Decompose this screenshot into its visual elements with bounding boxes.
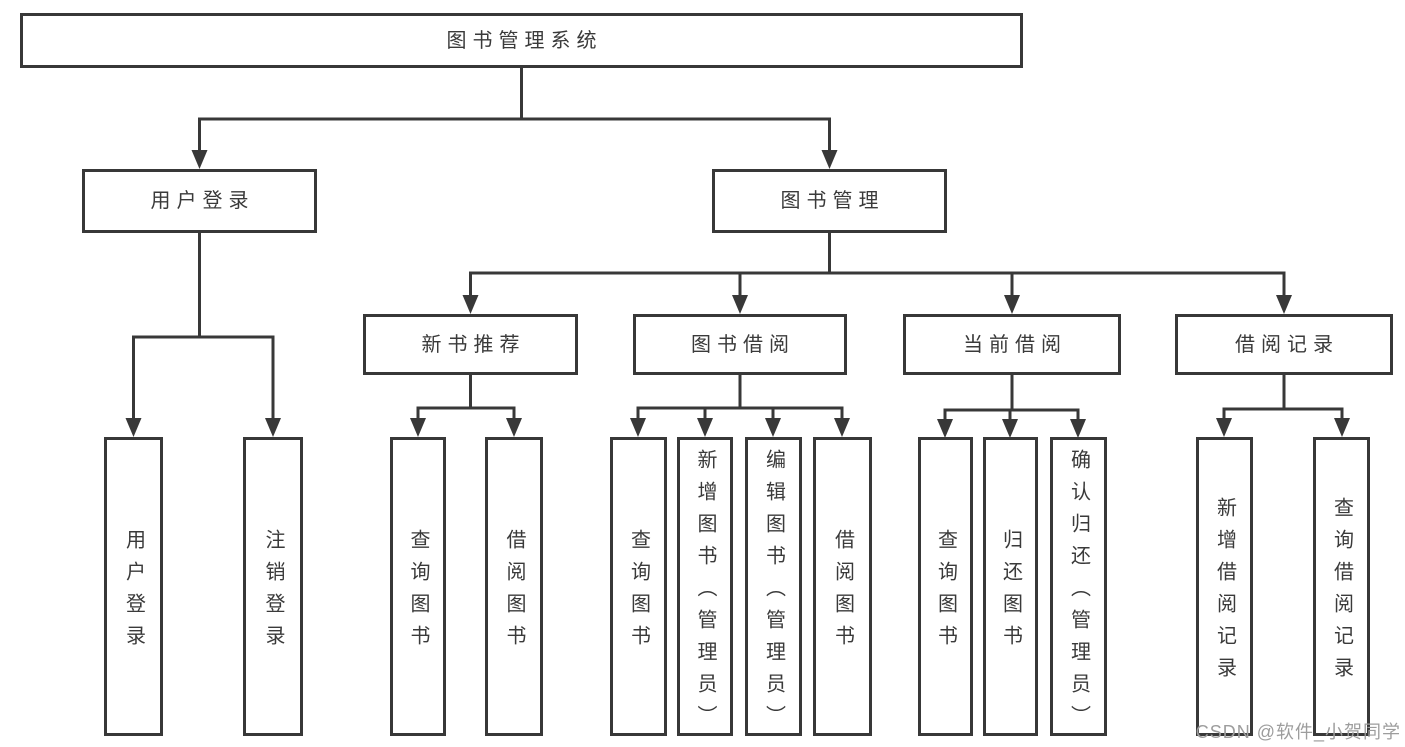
arrowhead-icon (191, 150, 208, 169)
node-label: 新书推荐 (421, 333, 526, 356)
arrowhead-icon (834, 418, 850, 437)
node-label: 借阅图书 (831, 528, 854, 657)
node-system: 图书管理系统 (20, 13, 1023, 68)
arrowhead-icon (765, 418, 781, 437)
node-label: 编辑图书（管理员） (762, 448, 785, 737)
node-label: 图书管理系统 (446, 29, 603, 52)
arrowhead-icon (410, 418, 426, 437)
node-label: 当前借阅 (963, 333, 1067, 356)
arrowhead-icon (1276, 295, 1292, 314)
arrowhead-icon (265, 418, 281, 437)
node-label: 新增图书（管理员） (694, 448, 716, 737)
node-leaf-confirm-return: 确认归还（管理员） (1050, 437, 1107, 737)
node-leaf-return-book: 归还图书 (983, 437, 1038, 736)
node-label: 确认归还（管理员） (1067, 448, 1090, 737)
node-leaf-query-borrow-record: 查询借阅记录 (1313, 437, 1370, 736)
node-leaf-logout: 注销登录 (243, 437, 303, 736)
watermark: CSDN @软件_小贺同学 (1195, 722, 1401, 742)
node-new-book-recommend: 新书推荐 (363, 314, 578, 375)
node-leaf-query-book-1: 查询图书 (390, 437, 446, 736)
node-label: 图书管理 (780, 190, 885, 212)
arrowhead-icon (1216, 418, 1232, 437)
node-label: 用户登录 (150, 190, 255, 212)
node-current-borrowing: 当前借阅 (903, 314, 1121, 375)
node-leaf-query-book-2: 查询图书 (610, 437, 667, 736)
node-label: 新增借阅记录 (1213, 496, 1236, 689)
node-label: 图书借阅 (691, 333, 795, 356)
node-label: 查询图书 (407, 528, 429, 657)
arrowhead-icon (125, 418, 142, 437)
arrowhead-icon (937, 419, 953, 438)
node-label: 借阅图书 (503, 528, 525, 657)
arrowhead-icon (462, 295, 479, 314)
node-leaf-borrow-book-2: 借阅图书 (813, 437, 872, 736)
node-borrowing-records: 借阅记录 (1175, 314, 1393, 375)
arrowhead-icon (1004, 295, 1020, 314)
arrowhead-icon (1002, 419, 1018, 438)
arrowhead-icon (821, 150, 838, 169)
node-label: 归还图书 (999, 528, 1022, 657)
arrowhead-icon (732, 295, 748, 314)
arrowhead-icon (697, 418, 713, 437)
node-user-login: 用户登录 (82, 169, 317, 233)
node-leaf-query-book-3: 查询图书 (918, 437, 973, 736)
arrowhead-icon (630, 418, 646, 437)
node-label: 借阅记录 (1235, 333, 1339, 356)
node-leaf-add-book: 新增图书（管理员） (677, 437, 733, 737)
node-label: 用户登录 (122, 528, 145, 657)
node-label: 查询借阅记录 (1330, 496, 1353, 689)
node-book-management: 图书管理 (712, 169, 947, 233)
node-label: 查询图书 (627, 528, 650, 657)
arrowhead-icon (506, 418, 522, 437)
arrowhead-icon (1334, 418, 1350, 437)
node-leaf-add-borrow-record: 新增借阅记录 (1196, 437, 1253, 736)
node-leaf-edit-book: 编辑图书（管理员） (745, 437, 802, 737)
arrowhead-icon (1070, 419, 1086, 438)
node-leaf-user-login: 用户登录 (104, 437, 163, 736)
node-book-borrowing: 图书借阅 (633, 314, 847, 375)
node-label: 注销登录 (262, 528, 284, 657)
node-leaf-borrow-book-1: 借阅图书 (485, 437, 543, 736)
node-label: 查询图书 (934, 528, 957, 657)
